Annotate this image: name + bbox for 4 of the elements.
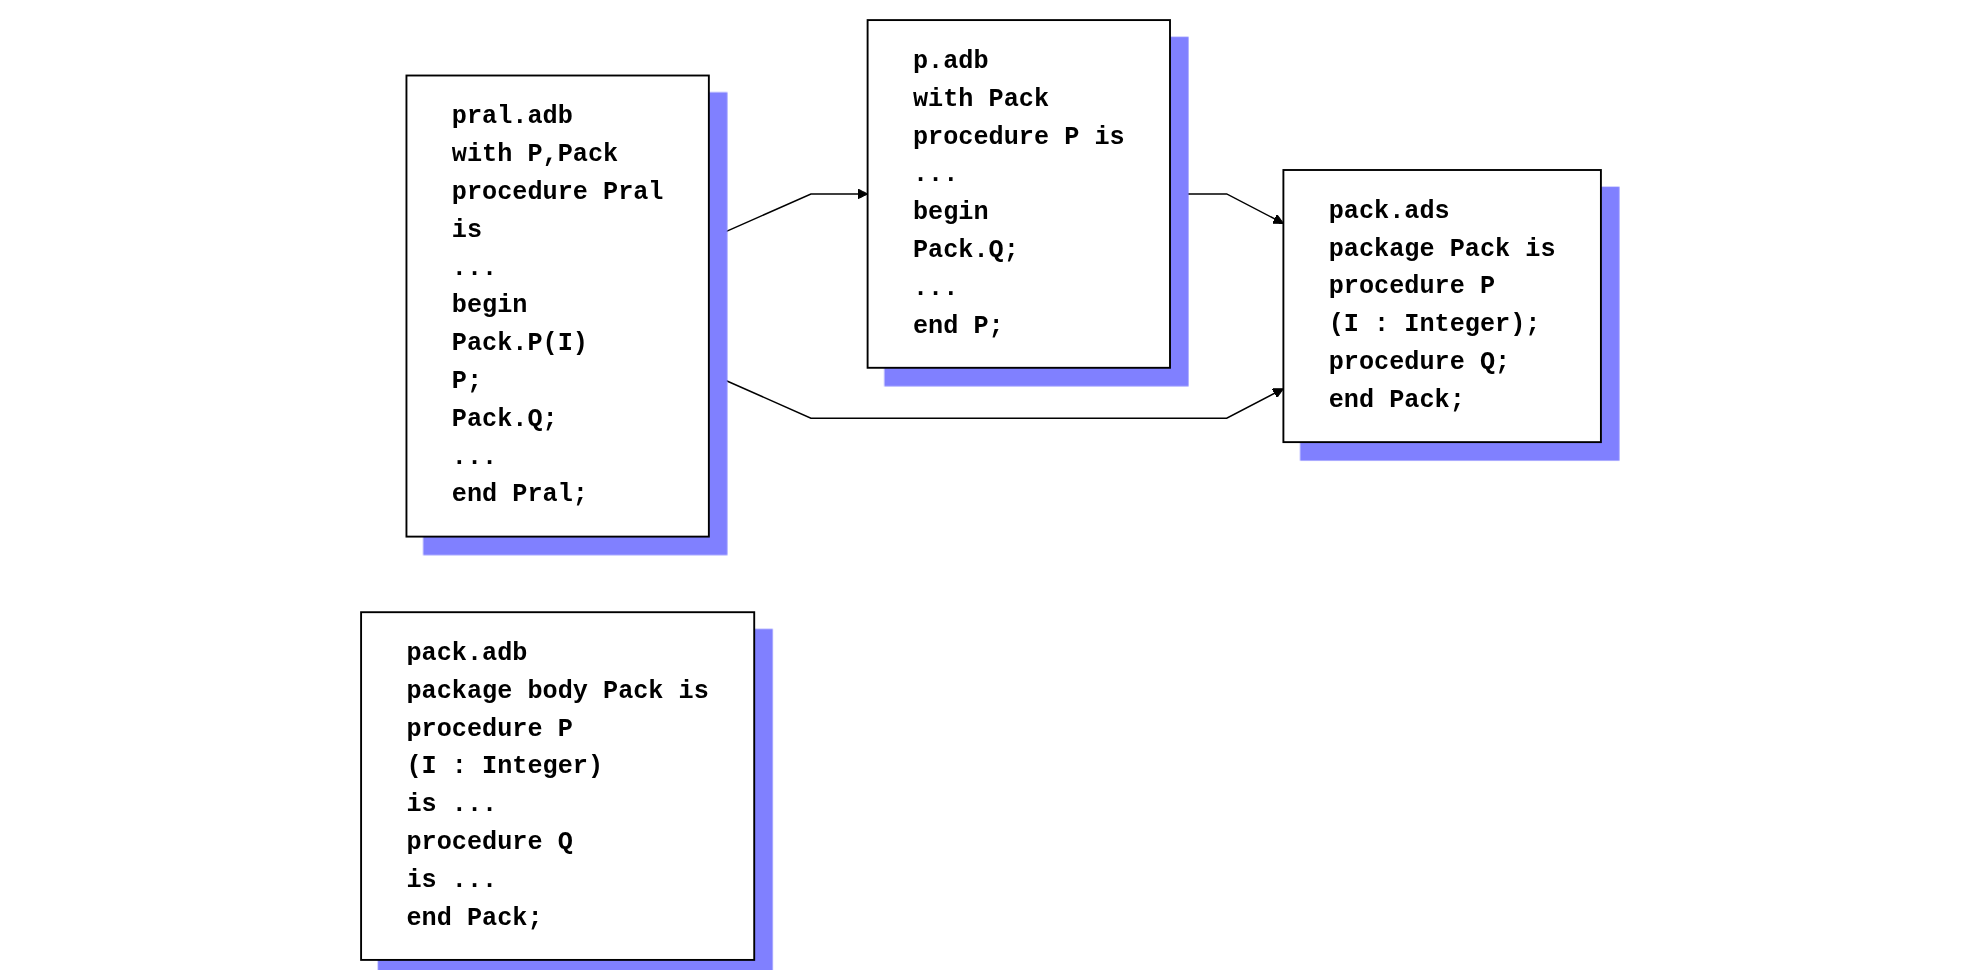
node-box: pack.ads package Pack is procedure P (I : Integer); procedure Q; end Pack; (1281, 169, 1602, 444)
node-box: pack.adb package body Pack is procedure P (I : Integer) is ... procedure Q is ... end Pack; (359, 611, 755, 961)
node-box: p.adb with Pack procedure P is ... begin Pack.Q; ... end P; (866, 19, 1171, 369)
node-box: pral.adb with P,Pack procedure Pral is ... begin Pack.P(I) P; Pack.Q; ... end Pral; (405, 74, 710, 538)
